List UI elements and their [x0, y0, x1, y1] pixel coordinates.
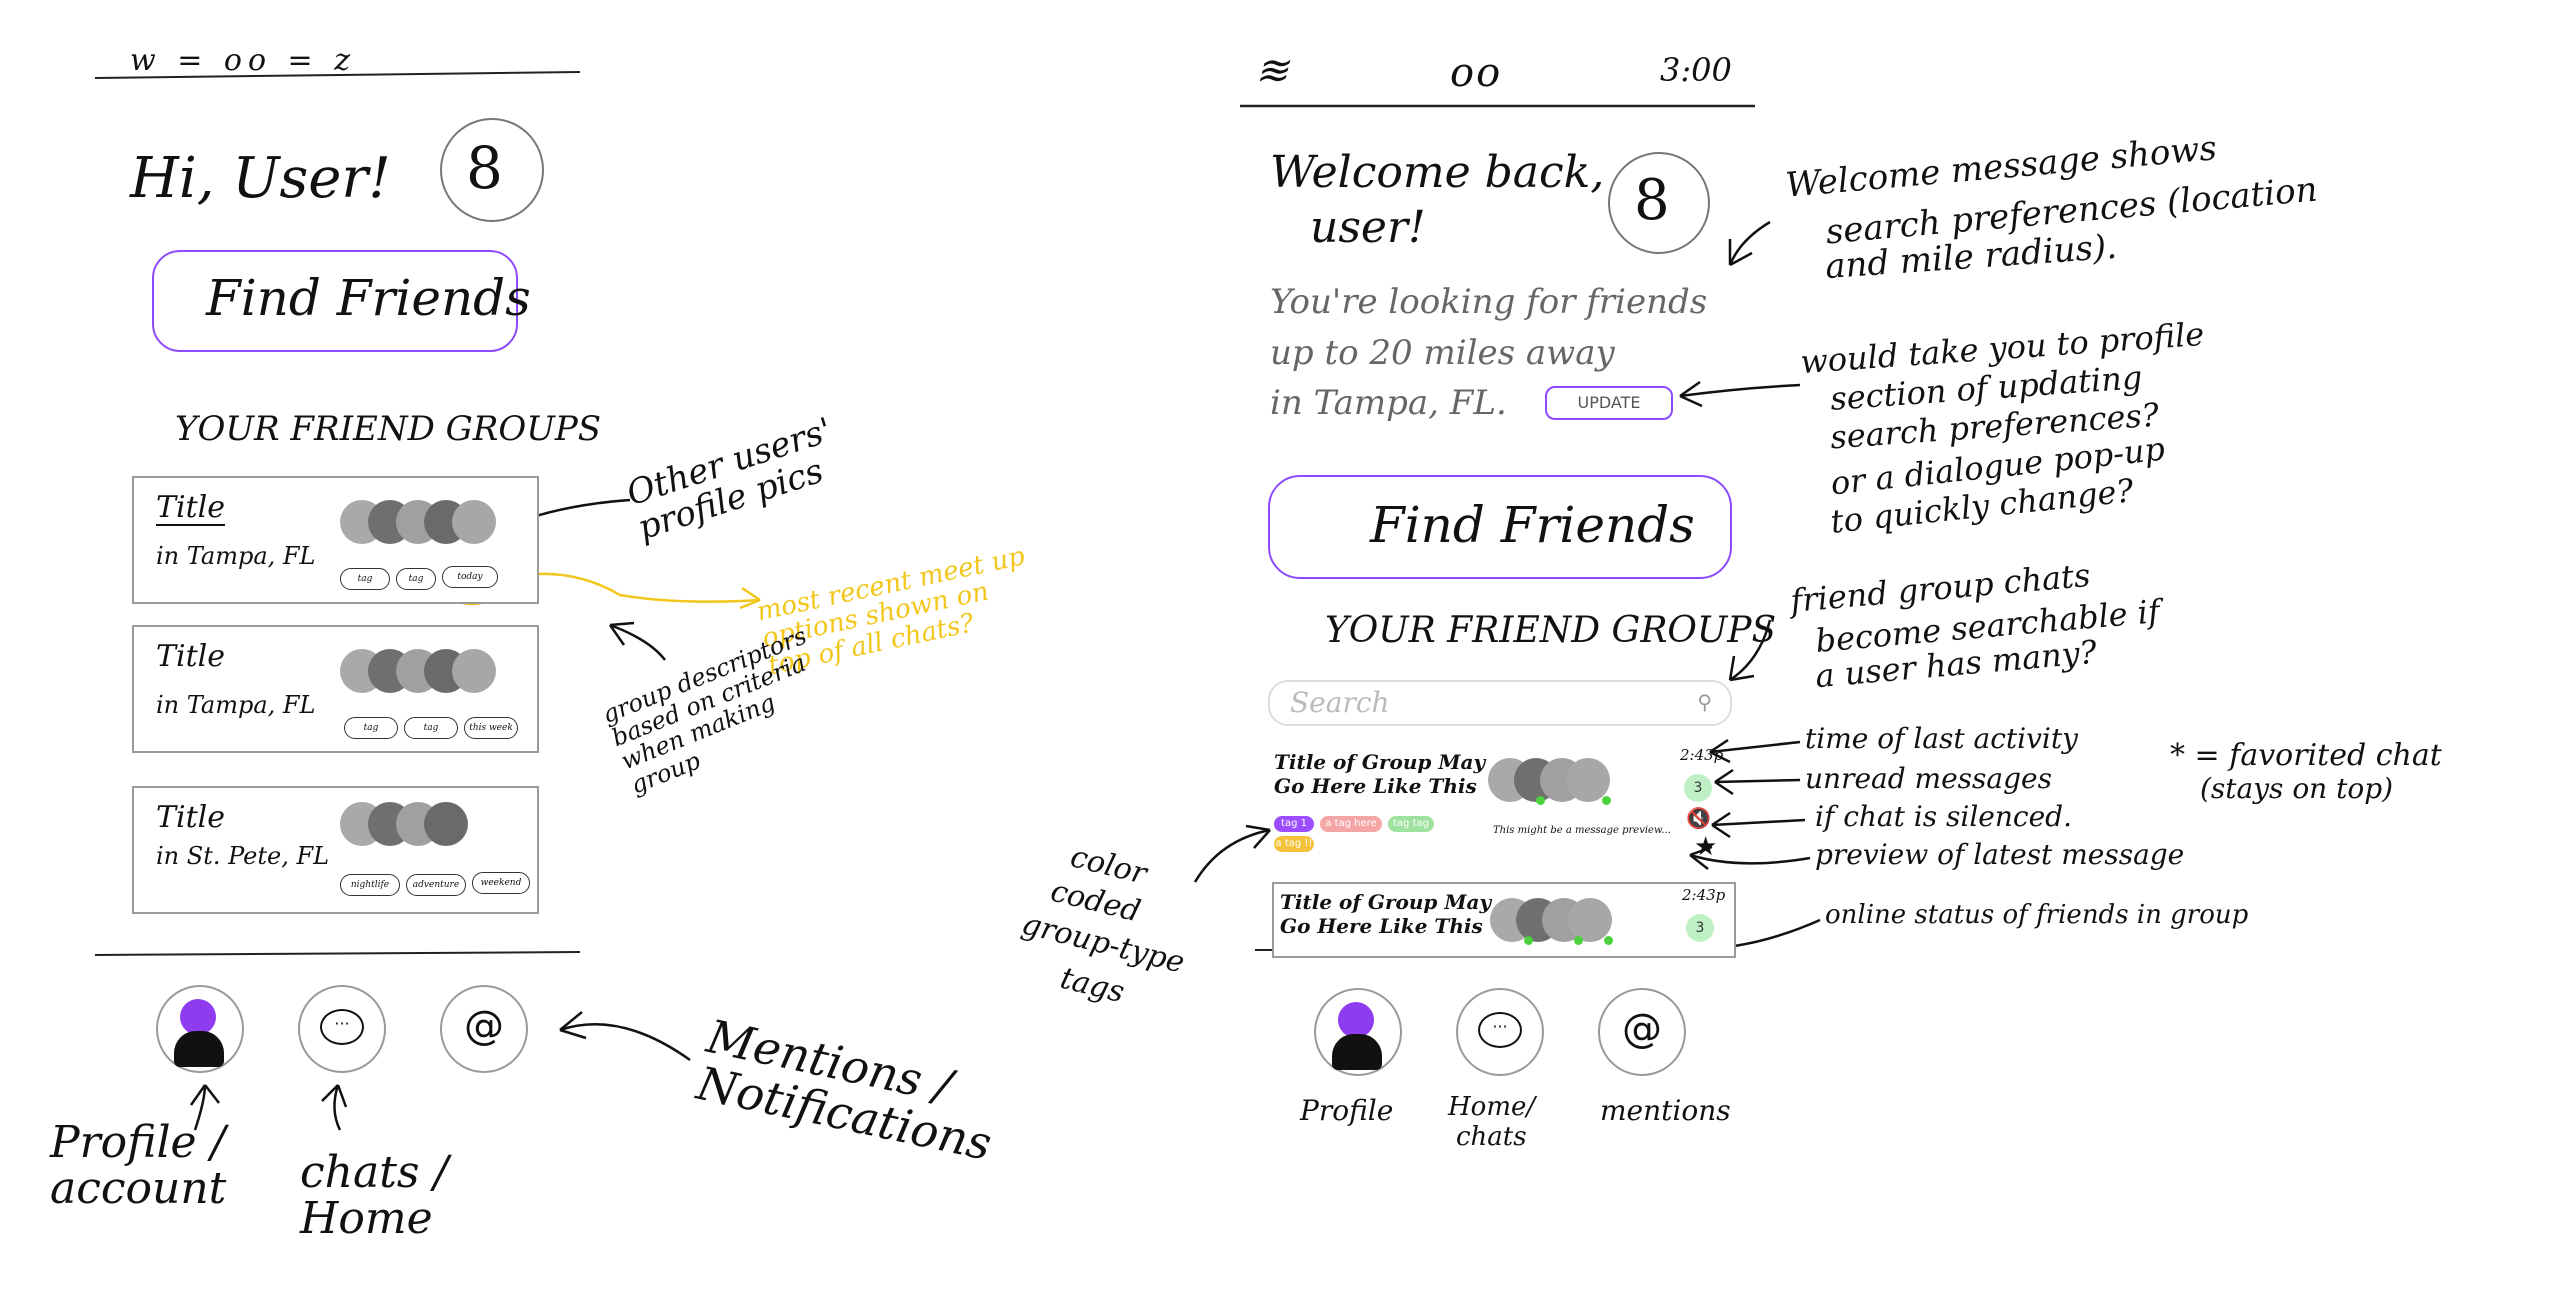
- avatar-icon: 8: [466, 134, 503, 202]
- annotation-silenced: if chat is silenced.: [1815, 800, 2072, 833]
- profile-avatar[interactable]: 8: [440, 118, 544, 222]
- chat-time: 2:43p: [1682, 886, 1726, 904]
- group-location: in Tampa, FL: [156, 691, 316, 719]
- update-button[interactable]: UPDATE: [1545, 386, 1673, 420]
- greeting-text: Hi, User!: [130, 146, 391, 211]
- message-preview: This might be a message preview...: [1493, 825, 1671, 836]
- profile-head-icon: [1338, 1002, 1374, 1038]
- profile-avatar[interactable]: 8: [1608, 152, 1710, 254]
- search-placeholder: Search: [1290, 686, 1390, 719]
- profile-head-icon: [180, 999, 216, 1035]
- group-tag: tag: [340, 568, 390, 590]
- search-icon: ⚲: [1697, 690, 1712, 714]
- annotation-profile: Profile / account: [50, 1117, 227, 1215]
- group-title: Title: [156, 800, 226, 835]
- nav-mentions-button[interactable]: @: [1598, 988, 1686, 1076]
- online-indicator: [1574, 936, 1583, 945]
- group-tag: today: [442, 566, 498, 588]
- find-friends-label: Find Friends: [206, 269, 531, 327]
- group-card[interactable]: Title in Tampa, FL tag tag this week: [132, 625, 539, 753]
- annotation-unread: unread messages: [1805, 762, 2052, 795]
- chat-row[interactable]: Title of Group May Go Here Like This 2:4…: [1272, 882, 1736, 958]
- status-time: 3:00: [1660, 51, 1732, 89]
- muted-icon: 🔇: [1686, 806, 1711, 830]
- group-tag: weekend: [472, 872, 530, 894]
- chat-bubble-icon: ···: [1478, 1012, 1522, 1048]
- online-indicator: [1524, 936, 1533, 945]
- chat-title-line-1: Title of Group May: [1280, 890, 1492, 914]
- group-tag: tag: [396, 568, 436, 590]
- member-avatar: [452, 500, 496, 544]
- status-bar: w = oo = z: [130, 43, 357, 78]
- profile-body-icon: [1332, 1034, 1382, 1070]
- annotation-activity: time of last activity: [1805, 722, 2078, 755]
- group-tag: nightlife: [340, 874, 400, 896]
- search-input[interactable]: Search ⚲: [1268, 680, 1732, 726]
- nav-label-mentions: mentions: [1600, 1094, 1731, 1127]
- at-sign-icon: @: [1622, 1006, 1662, 1052]
- nav-chats-button[interactable]: ···: [1456, 988, 1544, 1076]
- section-title: YOUR FRIEND GROUPS: [175, 409, 602, 449]
- unread-badge: 3: [1686, 914, 1714, 942]
- group-tag: tag: [344, 717, 398, 739]
- member-avatar: [1566, 758, 1610, 802]
- group-type-tag: a tag !!: [1274, 836, 1314, 852]
- member-avatar: [452, 649, 496, 693]
- group-tag: this week: [464, 717, 518, 739]
- annotation-favorited-1: * = favorited chat: [2170, 738, 2442, 773]
- annotation-online: online status of friends in group: [1825, 900, 2249, 930]
- profile-body-icon: [174, 1031, 224, 1067]
- chat-title-line-2: Go Here Like This: [1280, 914, 1483, 938]
- search-pref-line-3: in Tampa, FL.: [1270, 383, 1507, 423]
- annotation-chats: chats / Home: [300, 1147, 449, 1245]
- section-title: YOUR FRIEND GROUPS: [1325, 610, 1777, 651]
- nav-profile-button[interactable]: [1314, 988, 1402, 1076]
- annotation-preview: preview of latest message: [1815, 838, 2185, 871]
- chat-time: 2:43p: [1680, 746, 1724, 764]
- favorite-star-icon: ★: [1694, 832, 1718, 862]
- group-card[interactable]: Title in Tampa, FL tag tag today: [132, 476, 539, 604]
- unread-badge: 3: [1684, 774, 1712, 802]
- group-type-tag: tag 1: [1274, 816, 1314, 832]
- find-friends-button[interactable]: Find Friends: [1268, 475, 1732, 579]
- nav-label-home-1: Home/: [1448, 1092, 1536, 1122]
- group-title: Title: [156, 639, 226, 674]
- group-type-tag: tag tag: [1388, 816, 1434, 832]
- group-location: in Tampa, FL: [156, 542, 316, 570]
- annotation-favorited-2: (stays on top): [2200, 772, 2394, 805]
- member-avatar: [424, 802, 468, 846]
- nav-label-profile: Profile: [1300, 1094, 1394, 1127]
- online-indicator: [1536, 796, 1545, 805]
- group-title: Title: [156, 490, 226, 526]
- search-pref-line-2: up to 20 miles away: [1270, 333, 1615, 373]
- search-pref-line-1: You're looking for friends: [1270, 282, 1708, 322]
- group-tag: tag: [404, 717, 458, 739]
- chat-row[interactable]: Title of Group May Go Here Like This 2:4…: [1268, 746, 1738, 862]
- find-friends-label: Find Friends: [1370, 496, 1695, 554]
- group-tag: adventure: [406, 874, 466, 896]
- menu-icon[interactable]: ≋: [1255, 48, 1289, 94]
- group-card[interactable]: Title in St. Pete, FL nightlife adventur…: [132, 786, 539, 914]
- nav-profile-button[interactable]: [156, 985, 244, 1073]
- group-type-tag: a tag here: [1320, 816, 1382, 832]
- welcome-line-2: user!: [1310, 202, 1426, 253]
- chat-title-line-1: Title of Group May: [1274, 750, 1486, 774]
- group-location: in St. Pete, FL: [156, 842, 330, 870]
- at-sign-icon: @: [464, 1003, 504, 1049]
- chat-bubble-icon: ···: [320, 1009, 364, 1045]
- member-avatar: [1568, 898, 1612, 942]
- status-center: oo: [1450, 50, 1503, 96]
- nav-mentions-button[interactable]: @: [440, 985, 528, 1073]
- online-indicator: [1604, 936, 1613, 945]
- welcome-line-1: Welcome back,: [1270, 147, 1605, 198]
- find-friends-button[interactable]: Find Friends: [152, 250, 531, 352]
- chat-title-line-2: Go Here Like This: [1274, 774, 1477, 798]
- nav-chats-button[interactable]: ···: [298, 985, 386, 1073]
- nav-label-home-2: chats: [1456, 1122, 1527, 1152]
- online-indicator: [1602, 796, 1611, 805]
- avatar-icon: 8: [1634, 168, 1670, 233]
